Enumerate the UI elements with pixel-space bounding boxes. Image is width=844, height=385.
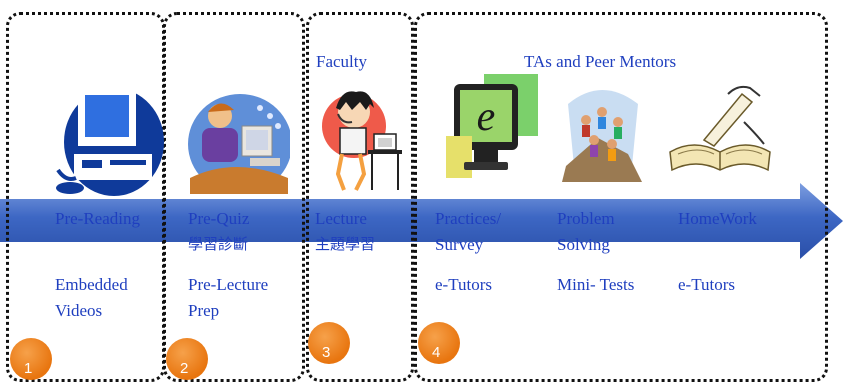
computer-icon bbox=[56, 88, 164, 196]
practices-arrow-label-line1: Practices/ bbox=[435, 209, 502, 228]
stage-1-arrow-label: Pre-Reading bbox=[55, 209, 140, 228]
stage-3-box bbox=[306, 12, 414, 382]
homework-activity: e-Tutors bbox=[678, 275, 735, 294]
stage-3-arrow-label-zh: 主題學習 bbox=[315, 235, 376, 253]
e-monitor-icon: e bbox=[446, 74, 538, 178]
open-book-icon bbox=[669, 85, 771, 172]
stage-1-badge: 1 bbox=[10, 338, 52, 380]
stage-3-arrow-label: Lecture bbox=[315, 209, 367, 228]
practices-arrow-label-line2: Survey bbox=[435, 235, 484, 254]
person-at-computer-icon bbox=[188, 94, 290, 194]
problem-arrow-label-line2: Solving bbox=[557, 235, 610, 254]
stage-2-arrow-label: Pre-Quiz bbox=[188, 209, 250, 228]
stage-1-activity-line2: Videos bbox=[55, 301, 103, 320]
problem-arrow-label-line1: Problem bbox=[557, 209, 615, 228]
problem-activity: Mini- Tests bbox=[557, 275, 635, 294]
stage-1-activity-line1: Embedded bbox=[55, 275, 128, 294]
stage-2-box bbox=[163, 12, 305, 382]
stage-2-badge: 2 bbox=[166, 338, 208, 380]
team-climb-icon bbox=[562, 90, 642, 182]
stage-4-badge: 4 bbox=[418, 322, 460, 364]
practices-activity: e-Tutors bbox=[435, 275, 492, 294]
homework-arrow-label: HomeWork bbox=[678, 209, 757, 228]
stage-4-box bbox=[414, 12, 828, 382]
lecturer-headset-icon bbox=[322, 91, 402, 191]
stage-2-activity-line1: Pre-Lecture bbox=[188, 275, 269, 294]
stage-2-activity-line2: Prep bbox=[188, 301, 220, 320]
stage-3-badge: 3 bbox=[308, 322, 350, 364]
stage-1-box bbox=[6, 12, 165, 382]
stage-3-header: Faculty bbox=[316, 52, 367, 71]
stage-4-header: TAs and Peer Mentors bbox=[524, 52, 677, 71]
stage-2-arrow-label-zh: 學習診斷 bbox=[188, 235, 249, 253]
svg-text:e: e bbox=[477, 94, 496, 140]
